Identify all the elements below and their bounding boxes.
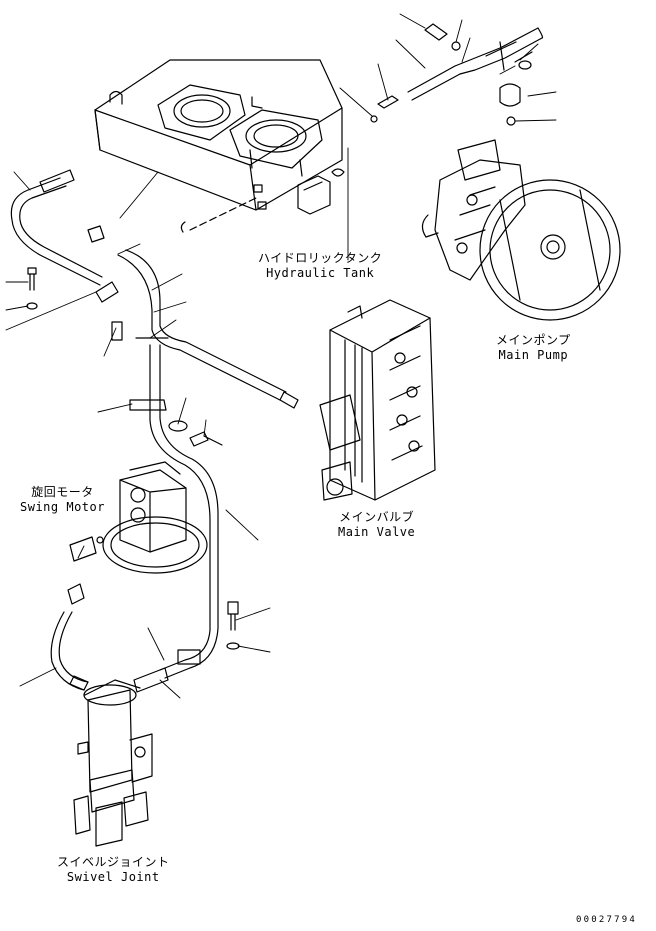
swing-motor-label-en: Swing Motor — [20, 500, 105, 514]
swing-motor-label: 旋回モータ Swing Motor — [20, 485, 105, 515]
main-valve-label-en: Main Valve — [338, 525, 416, 539]
main-pump-label-jp: メインポンプ — [496, 333, 571, 347]
drawing-number: 00027794 — [576, 915, 637, 925]
hydraulic-tank-label: ハイドロリックタンク Hydraulic Tank — [258, 251, 382, 281]
main-valve-label-jp: メインバルブ — [339, 510, 415, 524]
swivel-hose — [51, 584, 88, 690]
hydraulic-tank — [95, 60, 344, 214]
hydraulic-tank-label-jp: ハイドロリックタンク — [258, 251, 383, 265]
hydraulic-pipe-main — [96, 250, 298, 410]
swing-motor-label-jp: 旋回モータ — [31, 485, 94, 499]
main-pump — [422, 140, 620, 320]
swivel-joint-label-jp: スイベルジョイント — [57, 855, 170, 869]
tank-return-hose — [11, 170, 102, 285]
swivel-joint-label-en: Swivel Joint — [66, 870, 160, 884]
swing-motor — [70, 462, 207, 573]
swivel-joint — [74, 680, 152, 846]
swivel-joint-label: スイベルジョイント Swivel Joint — [57, 855, 170, 885]
hydraulic-pipe-swivel — [134, 345, 218, 692]
leader-lines — [6, 14, 556, 698]
bolts-left — [27, 268, 122, 340]
main-pump-label: メインポンプ Main Pump — [496, 333, 571, 363]
main-pump-label-en: Main Pump — [498, 348, 569, 362]
main-valve-label: メインバルブ Main Valve — [338, 510, 415, 540]
main-valve — [320, 300, 435, 500]
hydraulic-tank-label-en: Hydraulic Tank — [266, 266, 375, 280]
pump-suction-fittings — [371, 24, 543, 125]
